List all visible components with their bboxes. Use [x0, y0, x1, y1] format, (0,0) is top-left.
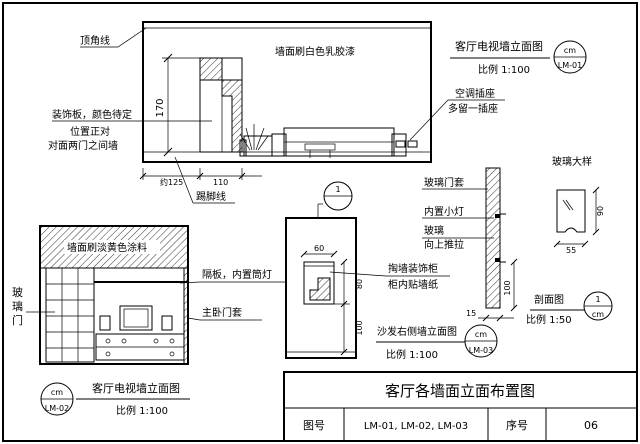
seq-number: 06 — [584, 419, 598, 432]
position-note-2: 对面两门之间墙 — [48, 139, 118, 152]
section-scale: 比例 1:50 — [526, 313, 572, 326]
plant — [239, 124, 269, 151]
bedroom-door-label: 主卧门套 — [202, 306, 242, 319]
glass-door-label-3: 门 — [12, 313, 23, 327]
niche-hatch — [309, 277, 331, 301]
skirting-label: 踢脚线 — [196, 190, 226, 203]
dim-55: 55 — [566, 246, 576, 255]
dim-110: 110 — [213, 178, 228, 187]
cabinet-label-1: 掏墙装饰柜 — [388, 262, 438, 275]
wall-paint-label: 墙面刷白色乳胶漆 — [275, 45, 355, 58]
bedroom-door-frame — [183, 267, 189, 365]
extra-socket — [407, 140, 418, 148]
view3-scale: 比例 1:100 — [386, 348, 438, 361]
glass-detail: 玻璃大样 90 55 — [552, 155, 605, 255]
push-up-label: 向上推拉 — [424, 238, 464, 251]
view1-badge-bottom: LM-01 — [558, 61, 582, 70]
dim-100-right: 100 — [503, 280, 512, 295]
wall-paint-label: 墙面刷淡黄色涂料 — [67, 241, 147, 254]
position-note-1: 位置正对 — [70, 125, 110, 138]
panel-hatched-top — [199, 57, 223, 81]
glass-detail-title: 玻璃大样 — [552, 155, 592, 168]
cabinet-label-2: 柜内贴墙纸 — [388, 278, 438, 291]
armchair — [239, 135, 273, 157]
tv-set — [99, 305, 173, 331]
wall-outline — [285, 217, 357, 359]
view-lm01: 170 约125 110 — [48, 21, 587, 204]
wall-outline — [142, 21, 432, 163]
view2-badge-top: cm — [51, 388, 63, 397]
partition-label: 隔板，内置筒灯 — [202, 268, 272, 281]
dim-60: 60 — [314, 244, 324, 253]
title-block: 客厅各墙面立面布置图 图号 LM-01, LM-02, LM-03 序号 06 — [283, 371, 638, 442]
view2-badge-bottom: LM-02 — [45, 404, 69, 413]
glass-door-label-2: 璃 — [12, 299, 23, 313]
view3-badge-top: cm — [475, 330, 487, 339]
glass-outline — [556, 189, 586, 233]
section-badge-top: 1 — [595, 295, 600, 304]
sofa — [271, 127, 407, 158]
drawing-no-label: 图号 — [303, 419, 325, 432]
view1-title: 客厅电视墙立面图 — [455, 39, 543, 53]
glass-door-label-1: 玻 — [12, 286, 23, 299]
ac-socket-label: 空调插座 — [455, 87, 495, 100]
drawing-no: LM-01, LM-02, LM-03 — [364, 421, 468, 432]
glass-door-cabinet — [45, 267, 95, 363]
view1-badge-top: cm — [564, 46, 576, 55]
title-block-title: 客厅各墙面立面布置图 — [385, 382, 535, 400]
tv-stand — [95, 333, 185, 361]
crown-molding-label: 顶角线 — [80, 34, 110, 47]
view2-title: 客厅电视墙立面图 — [92, 381, 180, 395]
ac-socket — [395, 140, 406, 148]
dim-15: 15 — [466, 309, 476, 318]
view3-badge-bottom: LM-03 — [469, 346, 493, 355]
section-marker-num: 1 — [335, 185, 340, 194]
view2-scale: 比例 1:100 — [116, 404, 168, 417]
niche-cabinet — [303, 261, 335, 305]
small-light-label: 内置小灯 — [424, 205, 464, 218]
section-badge-bottom: cm — [592, 310, 604, 319]
section-1: 玻璃门套 内置小灯 玻璃 向上推拉 100 15 剖面图 比例 1:50 1 c… — [422, 167, 613, 326]
dim-90: 90 — [596, 206, 605, 216]
view3-title: 沙发右侧墙立面图 — [377, 325, 457, 338]
view-lm03: 60 80 100 1 掏墙装饰柜 柜内贴墙纸 沙发右侧墙立面图 比例 1:10… — [285, 181, 498, 361]
dim-80: 80 — [355, 279, 364, 289]
dim-170: 170 — [155, 98, 166, 117]
section-title: 剖面图 — [534, 293, 564, 306]
view1-scale: 比例 1:100 — [478, 63, 530, 76]
deco-panel-label: 装饰板，颜色待定 — [52, 108, 132, 121]
glass-label: 玻璃 — [424, 224, 444, 237]
seq-label: 序号 — [506, 418, 528, 432]
extra-socket-label: 多留一插座 — [448, 102, 498, 115]
dim-100: 100 — [355, 320, 364, 335]
view-lm02: 墙面刷淡黄色涂料 — [12, 225, 285, 417]
panel-hatched-right — [221, 79, 243, 153]
dim-approx-125: 约125 — [160, 177, 183, 187]
glass-door-frame-label: 玻璃门套 — [424, 176, 464, 189]
